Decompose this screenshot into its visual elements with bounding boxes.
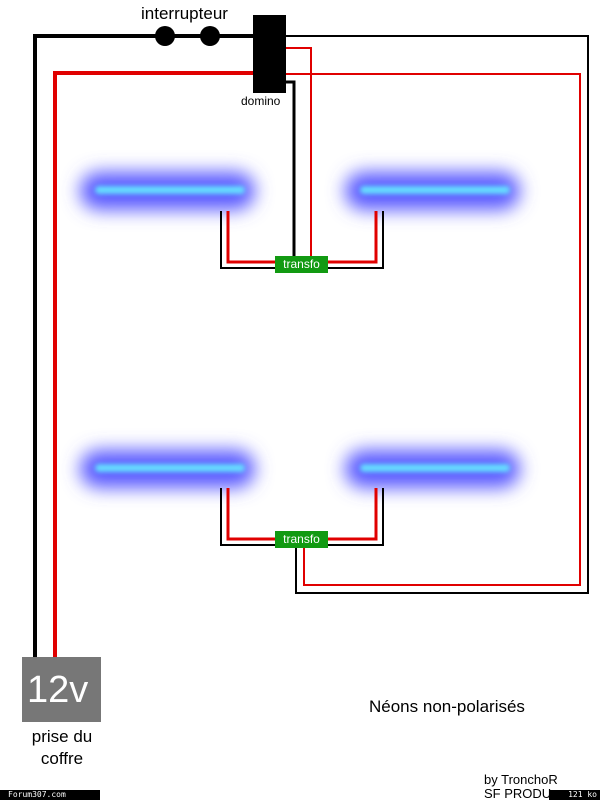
forum-badge: Forum307.com — [0, 790, 100, 800]
switch-label: interrupteur — [141, 4, 228, 23]
neon-tubes — [80, 172, 520, 488]
return-black-wire — [286, 35, 589, 594]
battery-box — [22, 657, 101, 722]
top-black-feed — [286, 80, 296, 258]
switch-contact-icon — [200, 26, 220, 46]
transfo-top: transfo — [275, 256, 328, 273]
battery-caption: prise du coffre — [31, 727, 93, 768]
top-red-feed — [286, 47, 312, 258]
credit-line1: by TronchoR — [484, 772, 558, 787]
neon-bottom-left — [80, 450, 255, 488]
neon-bottom-right — [345, 450, 520, 488]
transfo-bottom: transfo — [275, 531, 328, 548]
neon-top-right — [345, 172, 520, 210]
diagram-title: Néons non-polarisés — [369, 697, 525, 716]
main-black-wire — [33, 34, 253, 657]
neon-top-left — [80, 172, 255, 210]
domino-label: domino — [241, 94, 281, 108]
size-badge: 121 ko — [549, 790, 600, 800]
main-red-wire — [53, 71, 253, 657]
return-red-wire — [286, 73, 581, 586]
switch-contact-icon — [155, 26, 175, 46]
domino-block — [253, 15, 286, 93]
credit-line2: SF PRODU — [484, 786, 552, 801]
battery-label: 12v — [27, 669, 89, 711]
